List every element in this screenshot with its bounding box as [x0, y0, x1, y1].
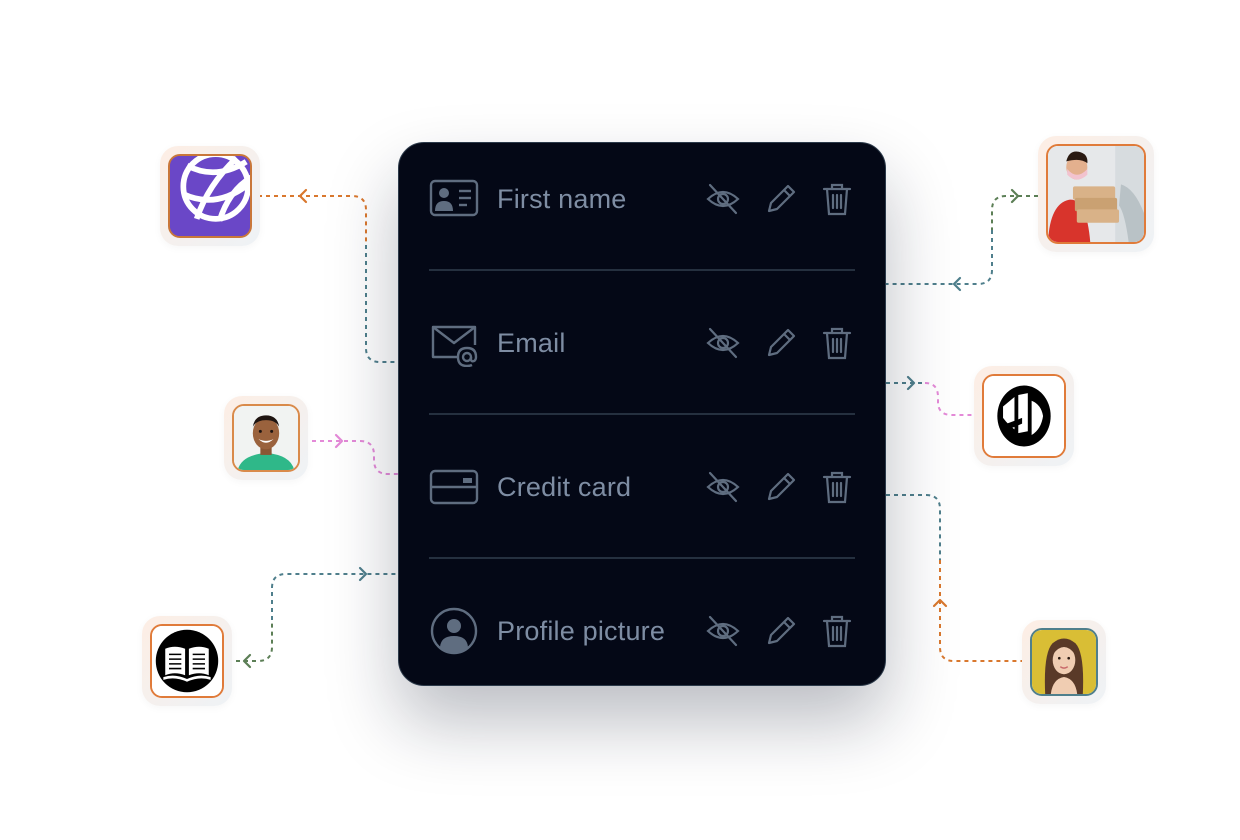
connector-book-green — [228, 620, 273, 662]
eye-off-icon[interactable] — [705, 181, 741, 217]
pencil-icon[interactable] — [763, 469, 799, 505]
delivery-person-photo — [1048, 146, 1144, 242]
divider — [429, 557, 855, 559]
eye-off-icon[interactable] — [705, 325, 741, 361]
field-label-first-name: First name — [497, 184, 627, 214]
field-row-first-name[interactable]: First name — [429, 169, 855, 229]
credit-card-icon — [429, 469, 479, 505]
eye-off-icon[interactable] — [705, 469, 741, 505]
connector-shield-pink — [924, 382, 982, 416]
globe-app-icon — [170, 156, 250, 236]
connector-woman-teal — [886, 494, 941, 560]
arrow-right-book — [358, 566, 368, 582]
arrow-left-globe — [298, 188, 308, 204]
field-label-credit-card: Credit card — [497, 472, 632, 502]
divider — [429, 413, 855, 415]
data-fields-card: First name Email — [398, 142, 886, 686]
woman-portrait-photo — [1032, 630, 1096, 694]
arrow-left-book — [242, 653, 252, 669]
pencil-icon[interactable] — [763, 181, 799, 217]
person-smiling-photo — [234, 406, 298, 470]
connector-delivery-teal — [886, 230, 993, 285]
arrow-right-person — [334, 433, 344, 449]
user-avatar-icon — [430, 607, 478, 655]
trash-icon[interactable] — [819, 181, 855, 217]
trash-icon[interactable] — [819, 613, 855, 649]
email-at-icon — [431, 325, 478, 367]
arrow-up-woman — [932, 598, 948, 608]
pencil-icon[interactable] — [763, 613, 799, 649]
connector-globe-teal — [365, 245, 398, 363]
shield-logo-tile[interactable] — [974, 366, 1074, 466]
woman-portrait-tile[interactable] — [1022, 620, 1106, 704]
person-smiling-tile[interactable] — [224, 396, 308, 480]
field-label-email: Email — [497, 328, 566, 358]
connector-book-teal — [271, 573, 398, 620]
connector-person — [304, 440, 398, 475]
arrow-right-delivery — [1010, 188, 1020, 204]
connector-globe-orange — [250, 195, 367, 245]
divider — [429, 269, 855, 271]
id-card-icon — [429, 179, 479, 217]
field-row-email[interactable]: Email — [429, 313, 855, 373]
pencil-icon[interactable] — [763, 325, 799, 361]
trash-icon[interactable] — [819, 325, 855, 361]
shield-logo-icon — [984, 376, 1064, 456]
field-label-profile-picture: Profile picture — [497, 616, 666, 646]
book-app-icon — [152, 626, 222, 696]
arrow-right-shield — [906, 375, 916, 391]
connector-delivery-green — [991, 195, 1046, 230]
delivery-person-tile[interactable] — [1038, 136, 1154, 252]
book-app-tile[interactable] — [142, 616, 232, 706]
globe-app-tile[interactable] — [160, 146, 260, 246]
connector-woman-orange — [939, 560, 1030, 662]
field-row-profile-picture[interactable]: Profile picture — [429, 601, 855, 661]
field-row-credit-card[interactable]: Credit card — [429, 457, 855, 517]
trash-icon[interactable] — [819, 469, 855, 505]
eye-off-icon[interactable] — [705, 613, 741, 649]
arrow-left-delivery — [952, 276, 962, 292]
